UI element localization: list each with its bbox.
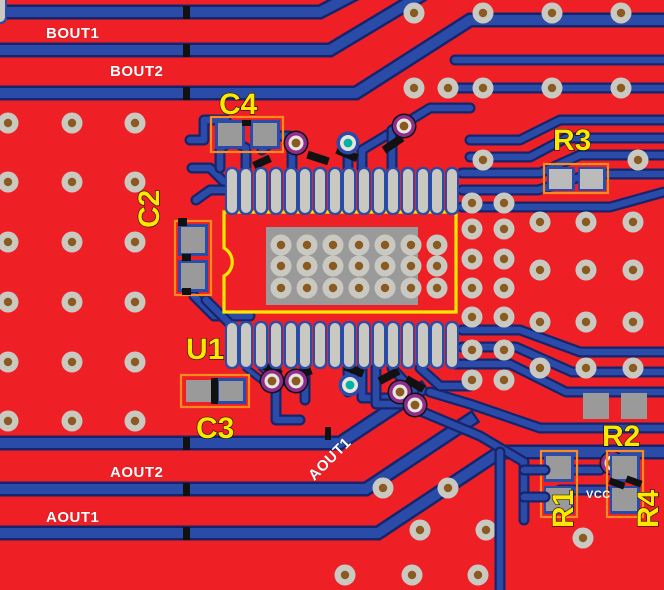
component-c2[interactable] [173,218,213,297]
component-r4[interactable] [605,449,645,519]
component-r3[interactable] [542,162,610,195]
net-aout2-trace [0,409,481,497]
component-c4[interactable] [209,115,285,154]
u1-silkscreen-outline [222,210,458,314]
bottom-right-rails [494,446,551,590]
component-c3[interactable] [179,373,251,409]
u1-pins-bottom [225,321,459,369]
net-bout2-trace [0,0,428,58]
net-trace-3 [0,12,664,101]
thermal-pad-vias [270,234,448,299]
net-bout1-trace [0,0,360,20]
component-r2[interactable] [583,393,647,476]
u1-pins-top [0,0,459,215]
trace-mask-marks [183,6,331,540]
